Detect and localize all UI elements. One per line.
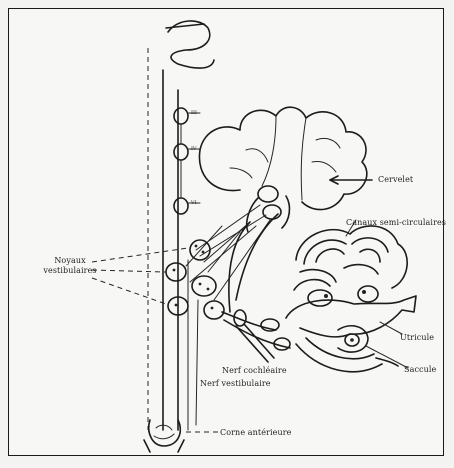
label-utricule: Utricule [400, 333, 434, 342]
label-nerf-cochleaire: Nerf cochléaire [222, 366, 287, 375]
nucleus-label-IV: IV [191, 146, 197, 152]
label-cervelet: Cervelet [378, 175, 413, 184]
vestibulocochlear-nerve [222, 310, 290, 362]
cerebellum-outline [199, 107, 366, 232]
label-noyaux: Noyaux [40, 256, 100, 265]
brainstem-outline [148, 48, 198, 430]
nucleus-label-VI: VI [191, 200, 197, 206]
nucleus-label-III: III [191, 110, 197, 116]
label-vestibulaires: vestibulaires [40, 266, 100, 275]
midbrain-outline [168, 21, 214, 68]
label-canaux-semi-circulaires: Canaux semi-circulaires [346, 218, 446, 227]
label-corne-anterieure: Corne antérieure [220, 428, 292, 437]
label-saccule: Saccule [404, 365, 436, 374]
vestibule [286, 296, 416, 372]
semicircular-canals [294, 226, 407, 306]
label-nerf-vestibulaire: Nerf vestibulaire [200, 379, 271, 388]
